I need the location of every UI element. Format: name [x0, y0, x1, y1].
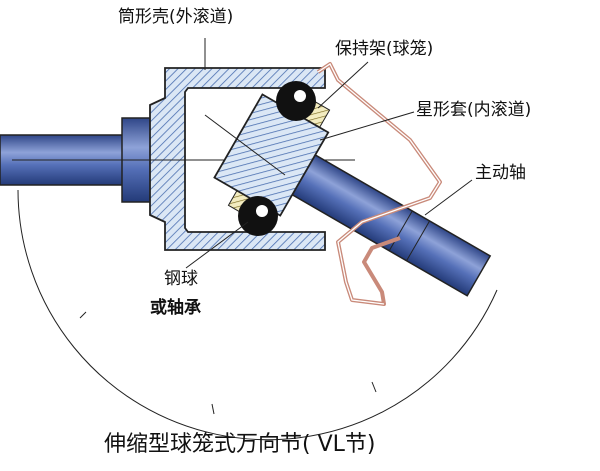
label-drive-shaft: 主动轴	[475, 163, 526, 183]
label-cage: 保持架(球笼)	[335, 39, 434, 59]
leader-lines	[185, 38, 473, 269]
label-inner-race: 星形套(内滚道)	[416, 100, 532, 120]
angle-arc	[17, 189, 498, 441]
ball-bottom	[238, 196, 278, 236]
ball-top	[276, 81, 316, 121]
label-ball: 钢球	[164, 269, 198, 289]
diagram-title: 伸缩型球笼式万向节( VL节)	[104, 432, 376, 457]
label-bearing: 或轴承	[150, 298, 201, 318]
label-housing: 筒形壳(外滚道)	[118, 7, 234, 27]
